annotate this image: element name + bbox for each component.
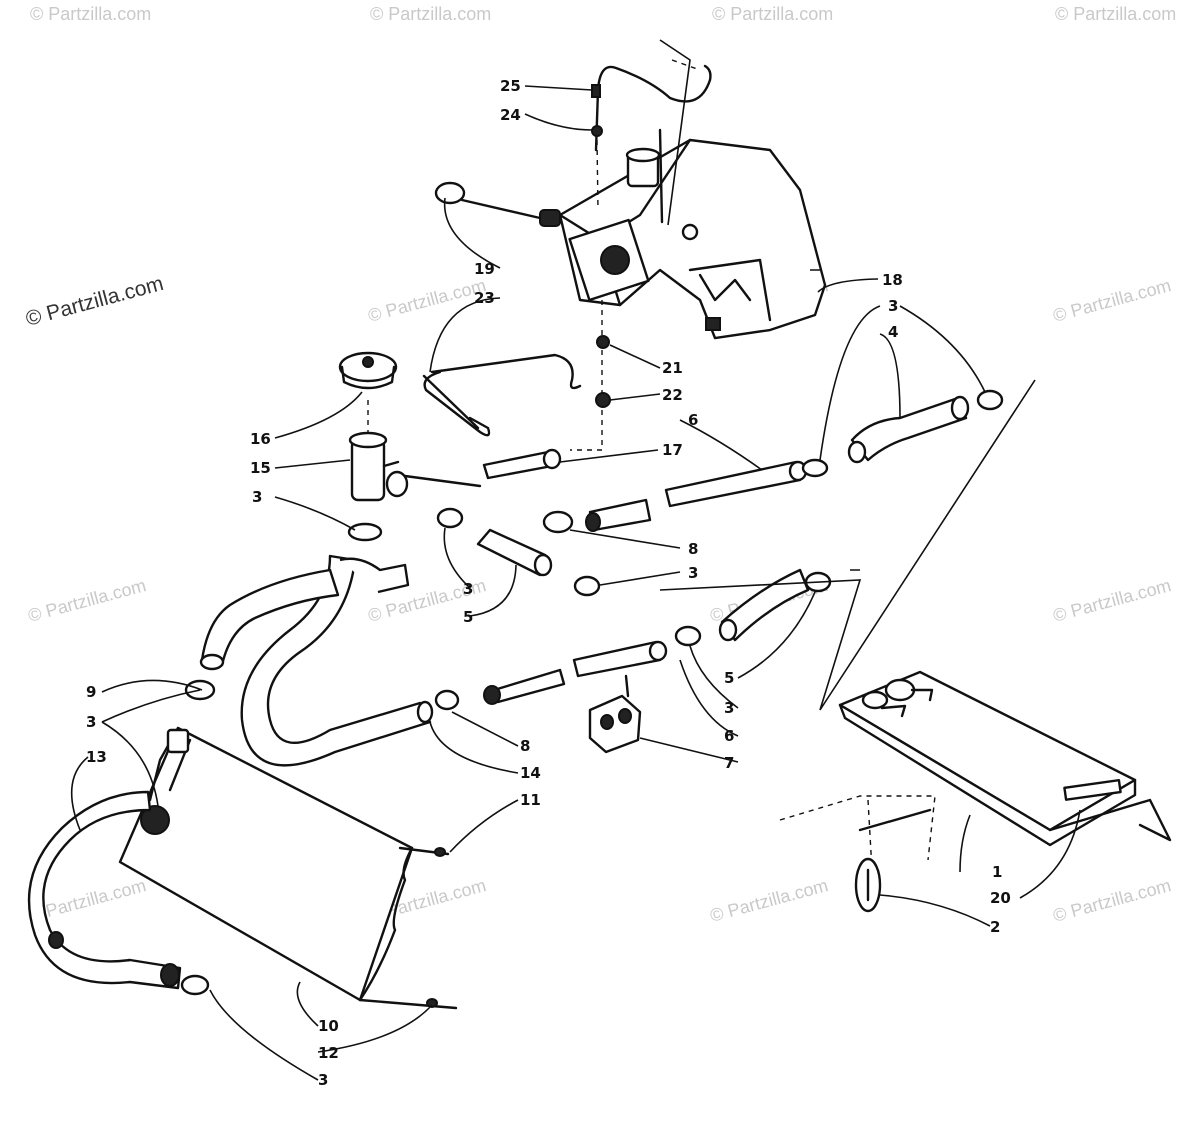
hose-14 xyxy=(240,554,434,767)
callout-13: 13 xyxy=(86,748,107,766)
watermark: © Partzilla.com xyxy=(30,4,151,24)
callout-8: 8 xyxy=(520,737,530,755)
hose-6-upper xyxy=(664,460,808,508)
watermark: © Partzilla.com xyxy=(1055,4,1176,24)
coolant-reservoir xyxy=(558,128,827,340)
fitting-24 xyxy=(591,125,603,137)
callout-labels: 25 24 19 23 18 3 4 21 22 16 15 6 17 3 8 … xyxy=(86,77,1011,1089)
callout-3: 3 xyxy=(463,580,473,598)
callout-5: 5 xyxy=(463,608,473,626)
hose-13 xyxy=(27,790,182,990)
callout-19: 19 xyxy=(474,260,495,278)
dash-line xyxy=(596,139,599,211)
heat-exchanger xyxy=(838,670,1172,847)
drain-12-fitting xyxy=(426,998,438,1008)
drain-12 xyxy=(358,998,458,1010)
watermark-main: © Partzilla.com xyxy=(23,272,166,331)
fitting-25 xyxy=(591,84,601,98)
callout-25: 25 xyxy=(500,77,521,95)
callout-12: 12 xyxy=(318,1044,339,1062)
callout-23: 23 xyxy=(474,289,495,307)
frame-line-top xyxy=(659,39,691,226)
frame-lines xyxy=(810,269,860,571)
callout-3: 3 xyxy=(252,488,262,506)
callout-3: 3 xyxy=(724,699,734,717)
watermark: © Partzilla.com xyxy=(1051,875,1173,926)
grommet-7 xyxy=(588,674,642,754)
callout-22: 22 xyxy=(662,386,683,404)
callout-6: 6 xyxy=(724,727,734,745)
dash-line xyxy=(671,59,701,71)
watermark: © Partzilla.com xyxy=(712,4,833,24)
callout-5: 5 xyxy=(724,669,734,687)
callout-10: 10 xyxy=(318,1017,339,1035)
leader-lines xyxy=(70,85,1081,1081)
hose-5-upper xyxy=(476,528,553,577)
watermark: © Partzilla.com xyxy=(1051,275,1173,326)
callout-4: 4 xyxy=(888,323,898,341)
mount-bracket xyxy=(779,795,936,913)
fitting-21 xyxy=(596,335,610,349)
watermark: © Partzilla.com xyxy=(370,4,491,24)
callout-14: 14 xyxy=(520,764,541,782)
hose-connector xyxy=(585,498,652,532)
radiator xyxy=(118,726,414,1002)
dash-line xyxy=(570,300,603,451)
callout-9: 9 xyxy=(86,683,96,701)
callout-20: 20 xyxy=(990,889,1011,907)
filler-neck xyxy=(348,400,409,502)
callout-24: 24 xyxy=(500,106,521,124)
fitting-22 xyxy=(595,392,611,408)
callout-11: 11 xyxy=(520,791,541,809)
callout-3: 3 xyxy=(888,297,898,315)
callout-8: 8 xyxy=(688,540,698,558)
callout-6: 6 xyxy=(688,411,698,429)
watermark: © Partzilla.com xyxy=(1051,575,1173,626)
callout-3: 3 xyxy=(688,564,698,582)
callout-7: 7 xyxy=(724,754,734,772)
callout-16: 16 xyxy=(250,430,271,448)
hose-17 xyxy=(482,448,562,480)
bracket-23-inner xyxy=(422,374,480,430)
hose-6-lower xyxy=(483,640,668,705)
vent-tube xyxy=(594,64,712,152)
watermark: © Partzilla.com xyxy=(366,275,488,326)
callout-1: 1 xyxy=(992,863,1002,881)
zigzag-frame xyxy=(659,379,1036,711)
clamps xyxy=(180,389,1004,996)
callout-17: 17 xyxy=(662,441,683,459)
callout-3: 3 xyxy=(86,713,96,731)
bracket-23 xyxy=(423,353,582,437)
callout-15: 15 xyxy=(250,459,271,477)
hose-4 xyxy=(847,395,970,464)
watermark: © Partzilla.com xyxy=(26,575,148,626)
leader xyxy=(403,474,482,488)
callout-18: 18 xyxy=(882,271,903,289)
watermark: © Partzilla.com xyxy=(708,875,830,926)
hose-5-lower xyxy=(718,568,810,642)
hose-9 xyxy=(199,568,340,671)
callout-3: 3 xyxy=(318,1071,328,1089)
radiator-cap xyxy=(338,351,398,390)
cap-19 xyxy=(434,181,561,227)
callout-2: 2 xyxy=(990,918,1000,936)
callout-21: 21 xyxy=(662,359,683,377)
drain-11-fitting xyxy=(434,847,446,857)
